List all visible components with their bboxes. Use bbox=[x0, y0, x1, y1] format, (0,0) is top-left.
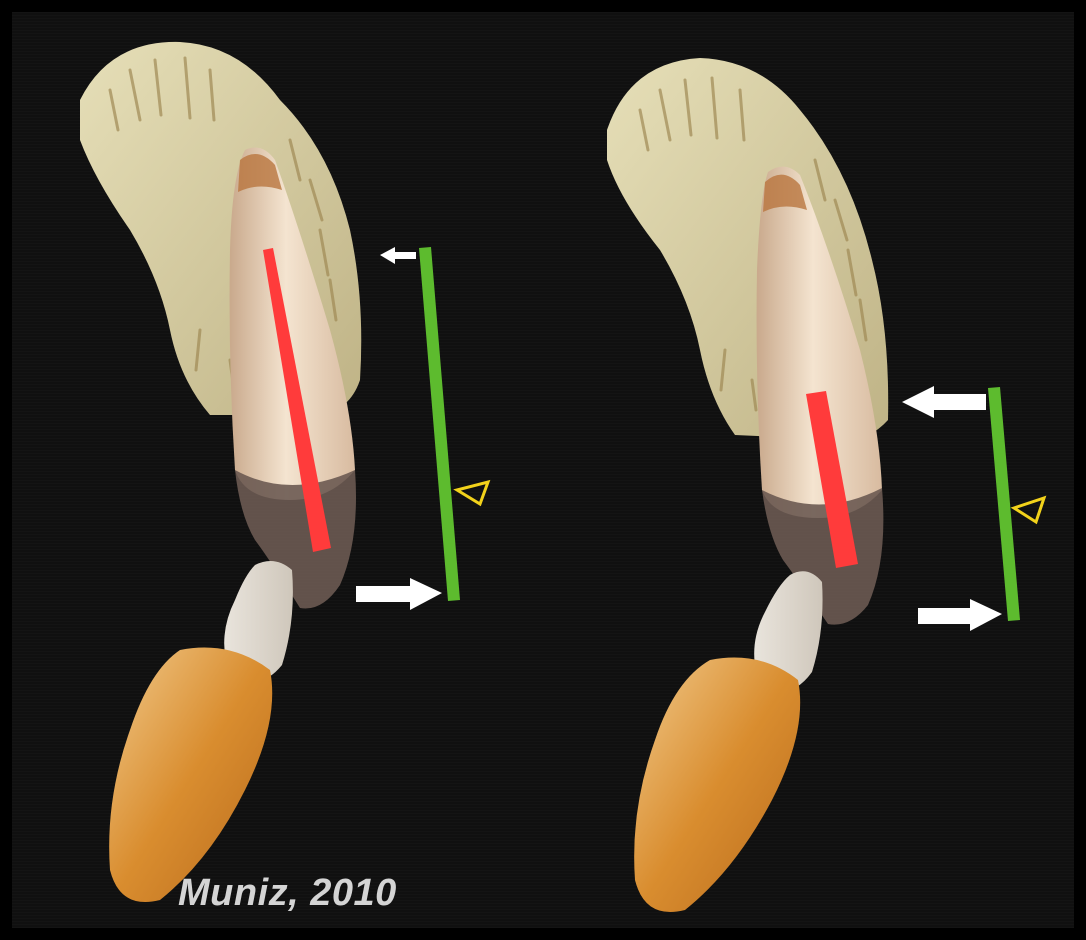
left-top-arrow bbox=[380, 247, 416, 264]
left-bottom-arrow bbox=[356, 578, 442, 610]
left-marker-triangle bbox=[457, 482, 488, 504]
left-lower-tooth bbox=[109, 648, 272, 903]
right-top-arrow bbox=[902, 386, 986, 418]
right-bottom-arrow bbox=[918, 599, 1002, 631]
right-marker-triangle bbox=[1014, 498, 1044, 522]
right-specimen bbox=[607, 58, 1044, 912]
right-reference-line bbox=[988, 387, 1020, 621]
right-lower-tooth bbox=[634, 658, 800, 913]
left-specimen bbox=[80, 42, 488, 902]
figure-credit: Muniz, 2010 bbox=[178, 872, 397, 915]
left-reference-line bbox=[419, 247, 460, 601]
